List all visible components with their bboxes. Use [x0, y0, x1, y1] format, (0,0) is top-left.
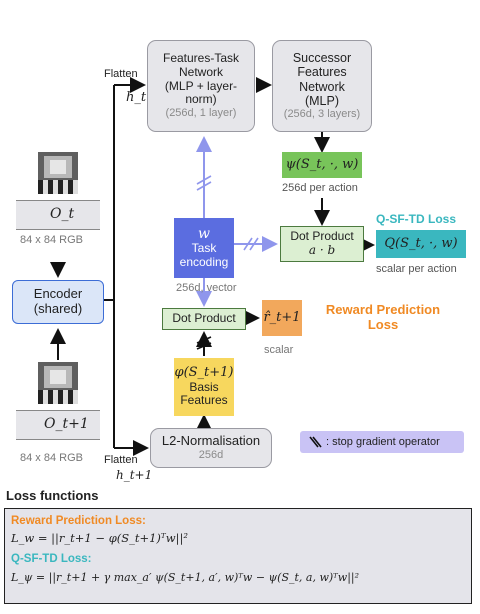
observation-t1-label: O_t+1 — [44, 416, 89, 432]
flatten-top-word: Flatten — [104, 68, 138, 80]
loss-qsftd-formula: L_ψ = ||r_t+1 + γ max_a′ ψ(S_t+1, a′, w)… — [11, 571, 360, 584]
dot-product-bottom-label: Dot Product — [172, 311, 236, 326]
observation-t1-caption: 84 x 84 RGB — [20, 452, 83, 464]
stop-gradient-legend: : stop gradient operator — [300, 431, 464, 453]
observation-t1-box — [16, 410, 100, 440]
observation-t1-image — [38, 362, 78, 404]
reward-hat-caption: scalar — [264, 344, 294, 356]
q-text: Q(S_t, ·, w) — [384, 235, 458, 251]
phi-math: φ(S_t+1) — [174, 364, 234, 380]
successor-line4: (MLP) — [304, 94, 340, 109]
reward-hat-box: r̂_t+1 — [262, 300, 302, 336]
l2-sub: 256d — [198, 449, 224, 462]
encoder-line2: (shared) — [33, 301, 83, 316]
reward-hat-text: r̂_t+1 — [263, 309, 301, 325]
dot-product-bottom-box: Dot Product — [162, 308, 246, 330]
observation-t-caption: 84 x 84 RGB — [20, 234, 83, 246]
dot-product-top-box: Dot Product a · b — [280, 226, 364, 262]
stop-gradient-mark-task-right — [243, 237, 259, 251]
psi-box: ψ(S_t, ·, w) — [282, 152, 362, 178]
observation-t-label: O_t — [50, 206, 75, 222]
reward-prediction-title: Reward Prediction Loss — [318, 302, 448, 332]
features-task-line4: norm) — [185, 92, 217, 107]
psi-text: ψ(S_t, ·, w) — [285, 156, 359, 172]
flatten-top-var: h_t — [126, 90, 147, 105]
loss-functions-heading: Loss functions — [6, 488, 99, 503]
l2-normalisation-box: L2-Normalisation 256d — [150, 428, 272, 468]
encoder-box: Encoder (shared) — [12, 280, 104, 324]
loss-qsftd-title: Q-SF-TD Loss: — [11, 553, 92, 565]
flatten-bottom-var: h_t+1 — [116, 468, 153, 482]
encoder-line1: Encoder — [33, 286, 83, 302]
loss-reward-title: Reward Prediction Loss: — [11, 515, 146, 527]
successor-line1: Successor — [292, 50, 352, 65]
task-line2: encoding — [179, 255, 229, 270]
loss-reward-formula: L_w = ||r_t+1 − φ(S_t+1)ᵀw||² — [11, 531, 188, 545]
q-caption: scalar per action — [376, 263, 457, 275]
qsftd-loss-title: Q-SF-TD Loss — [376, 212, 456, 226]
dot-product-top-line2: a · b — [308, 243, 336, 257]
phi-line1: Basis — [189, 379, 219, 394]
successor-sub: (256d, 3 layers) — [283, 108, 361, 121]
observation-t-box — [16, 200, 100, 230]
features-task-line1: Features-Task — [162, 51, 240, 66]
reward-title-line1: Reward Prediction — [325, 302, 441, 317]
task-caption: 256d, vector — [176, 282, 237, 294]
features-task-network-box: Features-Task Network (MLP + layer- norm… — [147, 40, 255, 132]
l2-text: L2-Normalisation — [161, 433, 261, 449]
psi-caption: 256d per action — [282, 182, 358, 194]
reward-title-line2: Loss — [367, 317, 399, 332]
features-task-line2: Network — [178, 64, 223, 79]
dot-product-top-line1: Dot Product — [290, 229, 354, 244]
features-task-sub: (256d, 1 layer) — [165, 107, 237, 120]
task-line1: Task — [191, 241, 217, 256]
successor-line2: Features — [297, 65, 347, 80]
q-box: Q(S_t, ·, w) — [376, 230, 466, 258]
successor-line3: Network — [299, 79, 345, 94]
stop-gradient-icon — [309, 436, 322, 448]
features-task-line3: (MLP + layer- — [164, 78, 238, 93]
task-w: w — [198, 226, 210, 243]
loss-functions-panel: Reward Prediction Loss: L_w = ||r_t+1 − … — [4, 508, 472, 604]
successor-network-box: Successor Features Network (MLP) (256d, … — [272, 40, 372, 132]
stop-gradient-mark-task-up — [196, 175, 212, 191]
stop-gradient-mark-phi — [196, 336, 212, 350]
phi-basis-box: φ(S_t+1) Basis Features — [174, 358, 234, 416]
task-encoding-box: w Task encoding — [174, 218, 234, 278]
phi-line2: Features — [180, 393, 228, 408]
flatten-bottom-word: Flatten — [104, 454, 138, 466]
observation-t-image — [38, 152, 78, 194]
stop-gradient-legend-text: : stop gradient operator — [326, 435, 440, 448]
